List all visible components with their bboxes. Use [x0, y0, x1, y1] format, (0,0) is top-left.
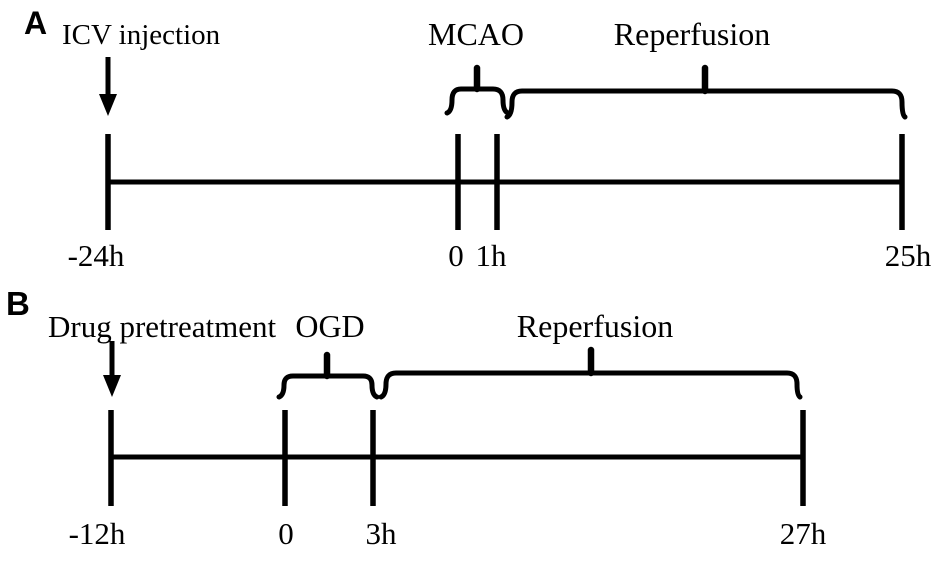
panel-a-tick-label-occlusion-end: 1h [476, 238, 508, 273]
panel-b-reperfusion-label: Reperfusion [517, 308, 673, 344]
down-arrow-icon [103, 341, 121, 397]
panel-b-occlusion-label: OGD [295, 308, 364, 344]
panel-a-tick-label-end: 25h [885, 238, 932, 273]
panel-a-reperfusion-brace [504, 64, 908, 120]
panel-b-tick-label-occlusion-end: 3h [366, 516, 398, 551]
panel-b-tick-label-zero: 0 [278, 516, 294, 551]
panel-b-tick-label-start: -12h [69, 516, 126, 551]
panel-a-tick-label-zero: 0 [448, 238, 464, 273]
panel-a-arrow-event-label: ICV injection [62, 19, 221, 51]
panel-b: B Drug pretreatment OGD Reperfusion [6, 285, 827, 551]
panel-b-occlusion-brace [276, 351, 380, 400]
panel-b-arrow-event-label: Drug pretreatment [48, 309, 276, 344]
panel-a-occlusion-label: MCAO [428, 16, 524, 52]
panel-b-letter: B [6, 285, 30, 322]
down-arrow-head [103, 375, 121, 397]
panel-a-tick-label-start: -24h [68, 238, 125, 273]
down-arrow-icon [99, 57, 117, 116]
panel-a: A ICV injection MCAO Reperfusion [24, 5, 932, 273]
panel-b-tick-label-end: 27h [780, 516, 827, 551]
panel-a-reperfusion-label: Reperfusion [614, 16, 770, 52]
panel-a-occlusion-brace [444, 64, 511, 116]
panel-a-letter: A [24, 5, 47, 41]
down-arrow-head [99, 94, 117, 116]
panel-b-reperfusion-brace [378, 346, 803, 400]
